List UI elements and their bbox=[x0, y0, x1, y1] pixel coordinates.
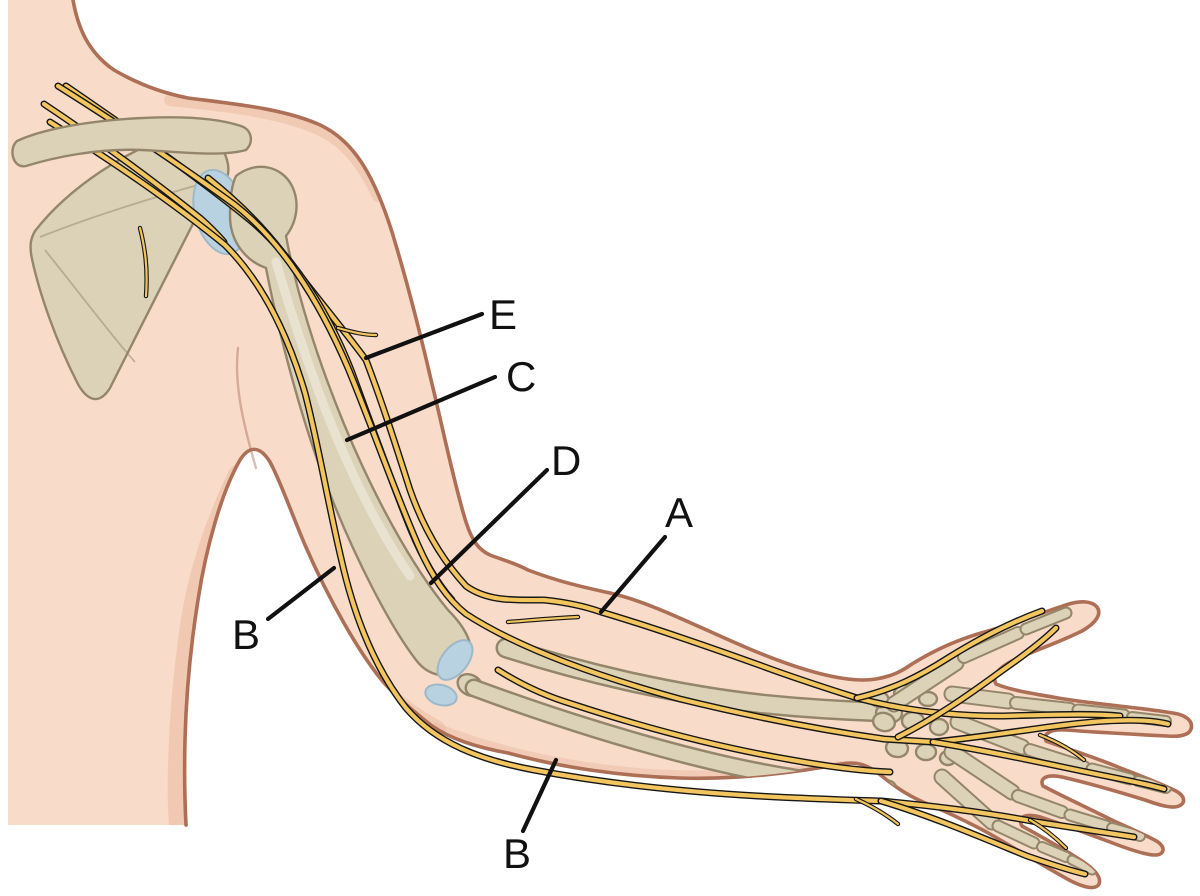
armpit-crease bbox=[235, 346, 258, 470]
humerus-highlight bbox=[271, 257, 415, 581]
leader-line-b-upper bbox=[265, 565, 337, 622]
body-outline bbox=[71, 0, 1194, 890]
elbow-cartilage-2 bbox=[424, 683, 458, 707]
annotations: E C D A B B bbox=[232, 291, 693, 877]
leader-line-b-lower bbox=[520, 757, 559, 834]
label-e: E bbox=[489, 291, 517, 338]
label-a: A bbox=[665, 489, 693, 536]
leader-line-c bbox=[344, 374, 498, 443]
elbow-cartilage-1 bbox=[436, 639, 474, 681]
label-b-lower: B bbox=[503, 830, 531, 877]
leader-line-a bbox=[598, 534, 668, 615]
scapula-shade-line bbox=[44, 249, 136, 363]
scapula-spine-line bbox=[39, 180, 213, 238]
leader-line-d bbox=[428, 467, 550, 586]
label-b-upper: B bbox=[232, 611, 260, 658]
clavicle bbox=[11, 116, 253, 168]
clavicle-bone bbox=[11, 116, 253, 168]
leader-line-e bbox=[363, 311, 485, 361]
label-c: C bbox=[506, 353, 536, 400]
label-d: D bbox=[551, 437, 581, 484]
